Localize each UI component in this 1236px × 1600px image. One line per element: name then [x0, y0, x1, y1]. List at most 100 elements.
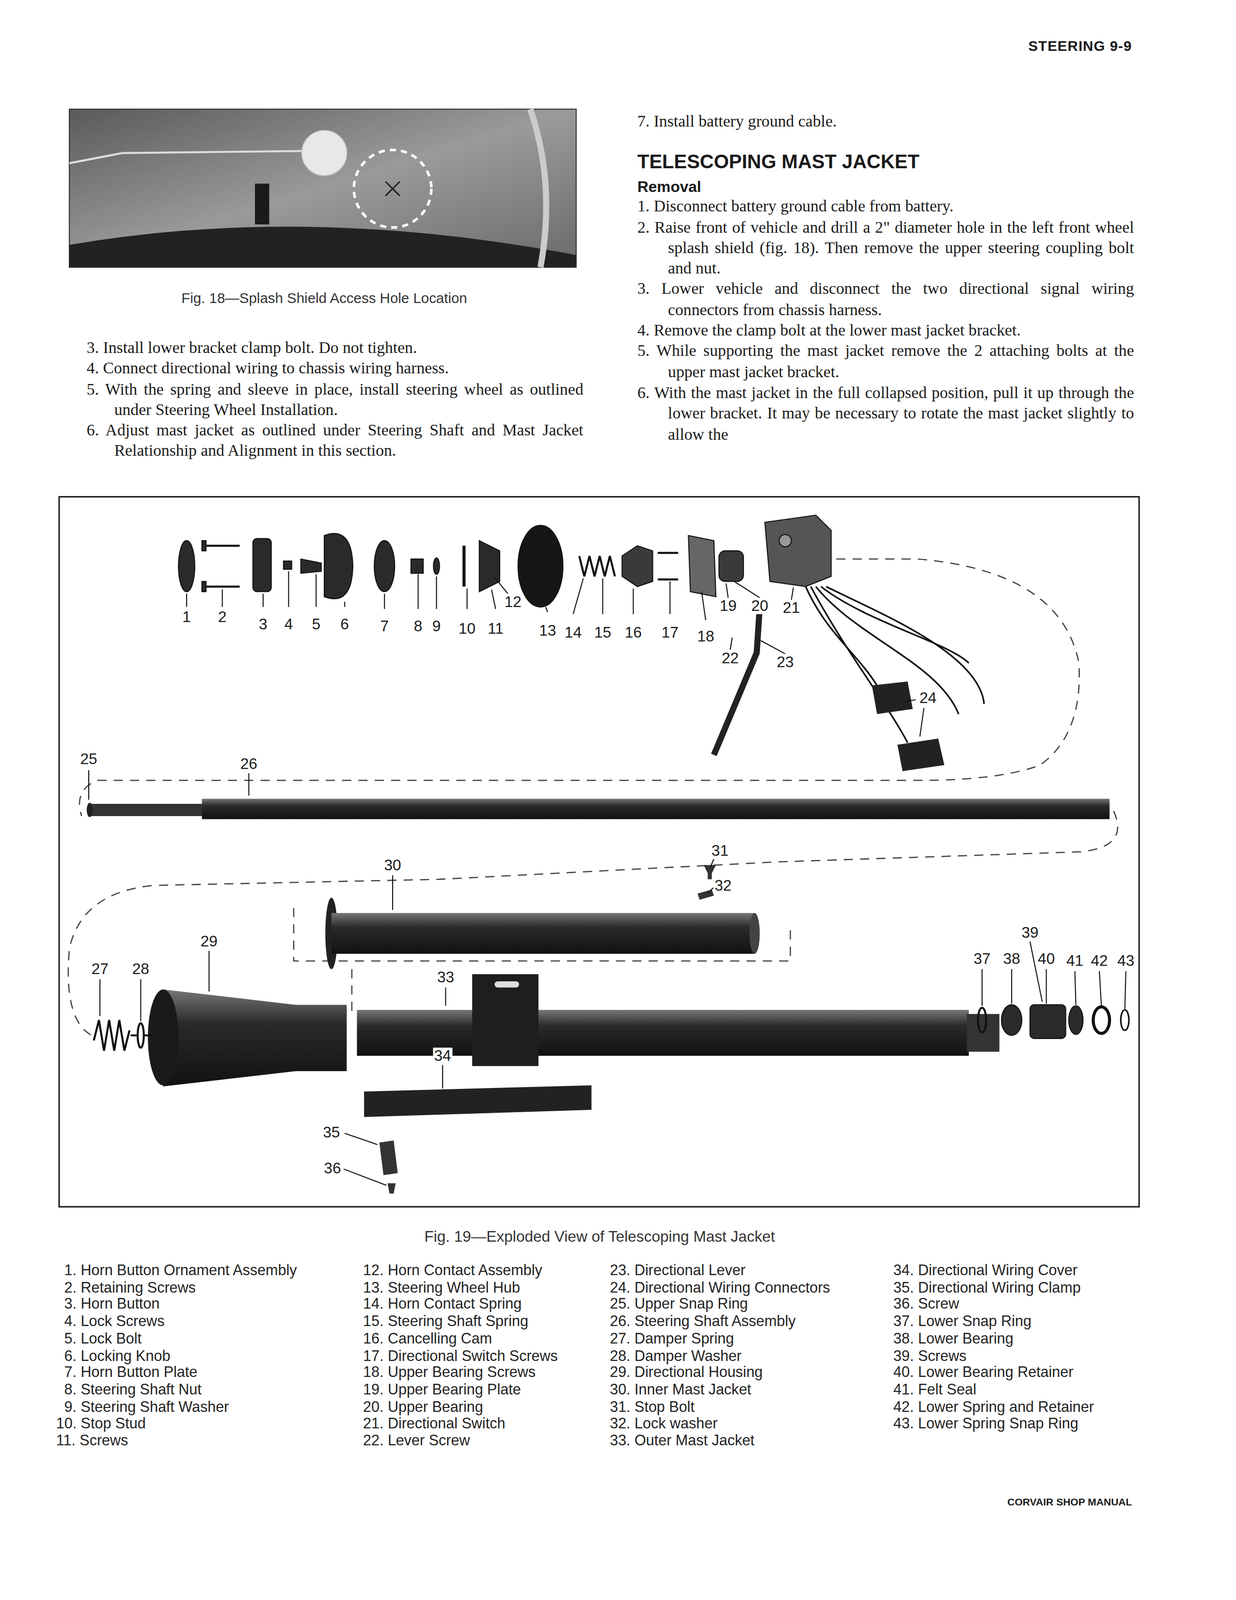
parts-list-item: 42. Lower Spring and Retainer [893, 1397, 1094, 1415]
wiring-connectors [871, 681, 913, 714]
parts-list-item: 31. Stop Bolt [609, 1397, 695, 1415]
callout-number: 13 [538, 621, 557, 639]
callout-number: 1 [181, 608, 192, 626]
callout-number: 39 [1020, 923, 1040, 941]
wiring-harness [815, 586, 959, 714]
shaft-spring-parts [579, 555, 616, 577]
wiring-connectors [897, 738, 945, 771]
callout-number: 23 [775, 653, 795, 671]
callout-number: 4 [283, 616, 295, 633]
splash-shield-photo [353, 149, 432, 228]
subsection-heading: Removal [637, 176, 1135, 197]
inner-mast-jacket [325, 897, 760, 969]
lower-bearing-parts [1120, 1009, 1129, 1030]
parts-list-item: 16. Cancelling Cam [363, 1329, 492, 1347]
instruction-step: 4. Remove the clamp bolt at the lower ma… [637, 320, 1135, 342]
splash-shield-photo [69, 109, 577, 268]
parts-list-item: 20. Upper Bearing [363, 1397, 484, 1415]
parts-list-item: 32. Lock washer [609, 1414, 718, 1432]
callout-number: 2 [217, 608, 228, 626]
switch-parts [764, 514, 832, 587]
callout-number: 25 [79, 750, 98, 768]
section-heading: TELESCOPING MAST JACKET [637, 150, 1135, 175]
instruction-step: 4. Connect directional wiring to chassis… [86, 358, 584, 380]
callout-number: 9 [431, 618, 443, 635]
parts-list-item: 24. Directional Wiring Connectors [609, 1278, 830, 1296]
horn-parts [411, 558, 424, 573]
callout-number: 27 [90, 960, 110, 978]
directional-housing [147, 989, 179, 1086]
parts-list-item: 3. Horn Button [64, 1295, 160, 1313]
callout-number: 8 [412, 618, 424, 635]
parts-list-item: 43. Lower Spring Snap Ring [893, 1414, 1079, 1432]
dashed-assembly-line [68, 558, 1118, 1036]
parts-list-item: 4. Lock Screws [64, 1312, 165, 1330]
parts-list-item: 18. Upper Bearing Screws [363, 1363, 536, 1380]
callout-number: 31 [710, 842, 730, 859]
parts-list-item: 38. Lower Bearing [893, 1329, 1014, 1347]
directional-housing [163, 989, 348, 1087]
callout-number: 22 [720, 649, 740, 666]
directional-lever [713, 606, 761, 755]
callout-number: 40 [1036, 950, 1056, 967]
switch-parts [718, 550, 744, 582]
parts-list-item: 35. Directional Wiring Clamp [893, 1278, 1081, 1296]
steering-shaft [86, 802, 94, 817]
callout-number: 10 [457, 619, 477, 637]
directional-housing [147, 989, 347, 1087]
callout-number: 5 [310, 616, 322, 633]
instruction-step: 3. Install lower bracket clamp bolt. Do … [86, 337, 584, 359]
wiring-harness [805, 586, 877, 686]
parts-list-item: 41. Felt Seal [893, 1380, 977, 1398]
parts-list-item: 5. Lock Bolt [64, 1329, 142, 1347]
switch-parts [778, 534, 792, 547]
figure-caption: Fig. 19—Exploded View of Telescoping Mas… [305, 1226, 894, 1245]
damper-spring [130, 1033, 153, 1036]
text-column: 7. Install battery ground cable. TELESCOP… [637, 110, 1135, 445]
parts-list-item: 6. Locking Knob [64, 1346, 171, 1363]
callout-number: 33 [436, 968, 456, 986]
parts-list-item: 19. Upper Bearing Plate [363, 1380, 522, 1398]
instruction-step: 7. Install battery ground cable. [637, 110, 1135, 132]
parts-list-item: 37. Lower Snap Ring [893, 1312, 1032, 1330]
outer-mast-jacket [472, 973, 539, 1066]
figure-frame [59, 496, 1140, 1207]
parts-list-item: 2. Retaining Screws [64, 1278, 196, 1296]
directional-lever [713, 606, 761, 755]
steering-shaft [89, 803, 205, 816]
damper-spring [137, 1022, 144, 1047]
horn-parts [253, 538, 272, 592]
callout-number: 3 [257, 616, 269, 633]
callout-number: 38 [1001, 950, 1021, 967]
text-column: 3. Install lower bracket clamp bolt. Do … [86, 337, 584, 462]
parts-list-item: 23. Directional Lever [609, 1261, 746, 1279]
outer-mast-jacket [356, 973, 999, 1117]
lower-bearing-parts [1093, 1006, 1110, 1034]
callout-number: 19 [718, 597, 738, 615]
callout-number: 30 [382, 856, 402, 873]
switch-parts [688, 535, 716, 597]
callout-number: 43 [1116, 952, 1136, 969]
splash-shield-photo [69, 226, 577, 268]
horn-parts [374, 540, 395, 592]
parts-list-item: 8. Steering Shaft Nut [64, 1380, 202, 1398]
wiring-clamp [379, 1140, 398, 1175]
splash-shield-photo [301, 130, 348, 176]
leader-line [99, 950, 446, 1186]
callout-number: 37 [972, 950, 992, 967]
figure-frame [59, 496, 1140, 1207]
parts-list-item: 14. Horn Contact Spring [363, 1295, 522, 1313]
shaft-spring-parts [579, 555, 616, 577]
dashed-assembly-line [293, 907, 791, 961]
lower-bearing-parts [978, 1004, 1129, 1038]
wiring-clamp [387, 1183, 397, 1194]
parts-list-item: 26. Steering Shaft Assembly [609, 1312, 796, 1330]
leader-line [186, 570, 794, 654]
instruction-step: 1. Disconnect battery ground cable from … [637, 196, 1135, 218]
horn-parts [479, 540, 500, 592]
horn-parts [301, 558, 322, 573]
callout-number: 12 [503, 593, 523, 611]
parts-list-item: 9. Steering Shaft Washer [64, 1397, 230, 1415]
footer-text: CORVAIR SHOP MANUAL [1007, 1496, 1132, 1508]
